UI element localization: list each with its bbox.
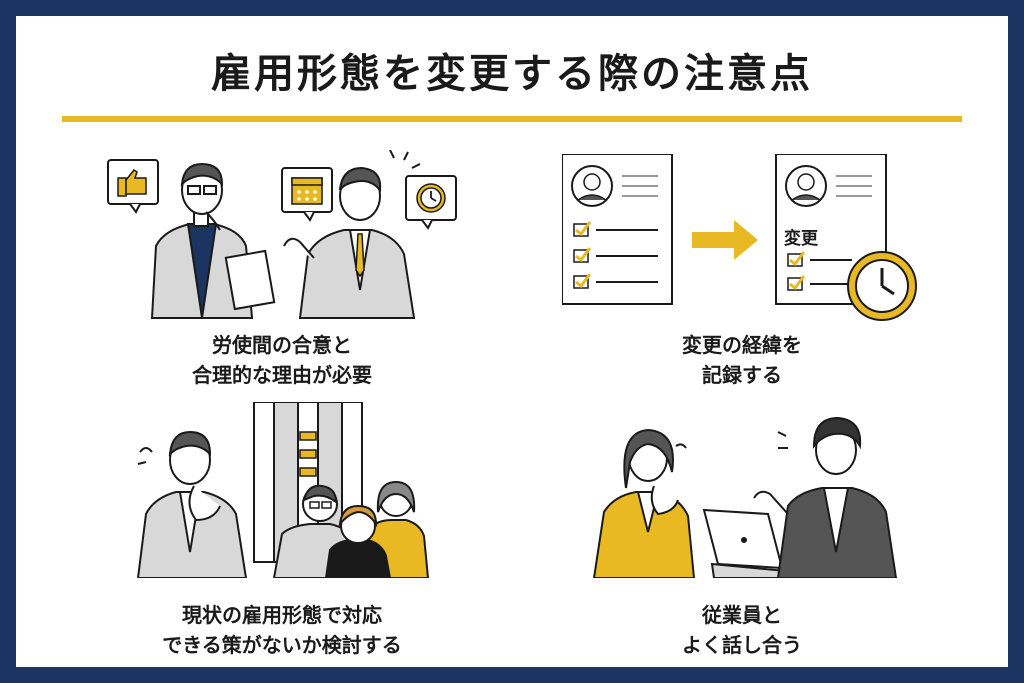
caption-line: 労使間の合意と — [212, 333, 352, 357]
calendar-icon — [281, 167, 333, 222]
caption-consider: 現状の雇用形態で対応 できる策がないか検討する — [72, 600, 492, 660]
caption-discussion: 従業員と よく話し合う — [532, 600, 952, 660]
thumbs-up-icon — [107, 159, 159, 214]
illustration-consider — [136, 402, 430, 578]
caption-line: できる策がないか検討する — [162, 633, 402, 657]
content-card: 雇用形態を変更する際の注意点 — [16, 16, 1008, 667]
arrow-right-icon — [692, 220, 758, 260]
caption-line: よく話し合う — [682, 633, 802, 657]
document-before — [562, 154, 673, 305]
caption-line: 合理的な理由が必要 — [192, 363, 372, 387]
businessman-right — [283, 150, 421, 319]
businessman-left — [150, 162, 276, 319]
illustration-record — [562, 154, 917, 321]
caption-line: 従業員と — [702, 603, 782, 627]
caption-line: 記録する — [702, 363, 782, 387]
woman — [592, 428, 696, 578]
employee-group — [272, 480, 430, 578]
caption-line: 現状の雇用形態で対応 — [182, 603, 382, 627]
thinking-man — [136, 430, 248, 578]
page-title: 雇用形態を変更する際の注意点 — [211, 51, 813, 97]
title-underline — [62, 116, 962, 122]
clock-icon — [847, 251, 917, 321]
check-icon — [573, 273, 658, 289]
check-icon — [573, 247, 658, 263]
illustration-agreement — [107, 150, 457, 319]
clock-icon — [405, 175, 457, 230]
caption-line: 変更の経緯を — [682, 333, 802, 357]
caption-agreement: 労使間の合意と 合理的な理由が必要 — [72, 330, 492, 390]
caption-record: 変更の経緯を 記録する — [532, 330, 952, 390]
check-icon — [573, 221, 658, 237]
document-change-label: 変更 — [784, 229, 818, 249]
man — [753, 416, 898, 578]
illustration-discussion — [592, 416, 898, 578]
